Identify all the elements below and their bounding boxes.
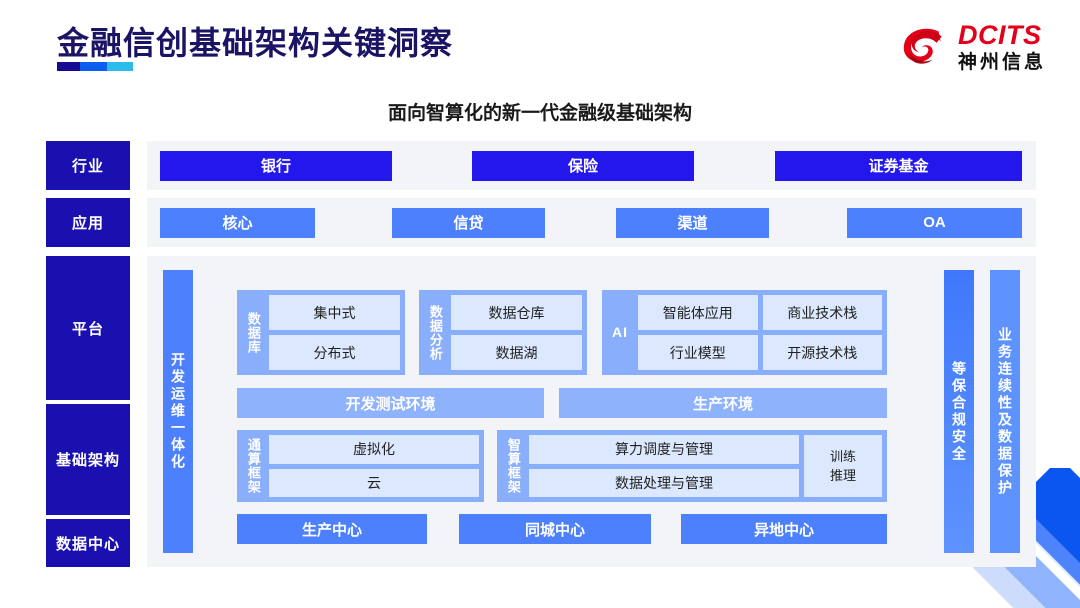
group-database-title: 数据库 bbox=[245, 311, 261, 354]
industry-item-bank[interactable]: 银行 bbox=[160, 150, 392, 181]
cell-cloud[interactable]: 云 bbox=[269, 468, 479, 497]
page-subtitle: 面向智算化的新一代金融级基础架构 bbox=[387, 103, 692, 124]
datacenter-remote-center[interactable]: 异地中心 bbox=[681, 514, 887, 544]
vertical-bar-security-compliance: 等保合规安全 bbox=[944, 270, 974, 553]
vertical-bar-devops: 开发运维一体化 bbox=[163, 270, 193, 553]
application-item-credit[interactable]: 信贷 bbox=[392, 207, 545, 238]
page-title: 金融信创基础架构关键洞察 bbox=[57, 25, 454, 61]
application-item-oa[interactable]: OA bbox=[847, 207, 1022, 238]
cell-data-processing[interactable]: 数据处理与管理 bbox=[529, 468, 799, 497]
cell-inference-label: 推理 bbox=[829, 468, 856, 483]
logo-text-en: DCITS bbox=[957, 20, 1042, 50]
brand-logo: DCITS 神州信息 bbox=[898, 18, 1046, 76]
cell-train-inference[interactable]: 训练 推理 bbox=[804, 435, 882, 497]
industry-item-insurance[interactable]: 保险 bbox=[472, 150, 694, 181]
group-data-analysis-title: 数据分析 bbox=[427, 304, 443, 361]
datacenter-metro-center[interactable]: 同城中心 bbox=[459, 514, 651, 544]
layer-label-platform: 平台 bbox=[46, 256, 130, 400]
architecture-diagram: 行业 应用 平台 基础架构 数据中心 银行 保险 证券基金 核心 信贷 渠道 O… bbox=[46, 141, 1036, 571]
cell-data-warehouse[interactable]: 数据仓库 bbox=[451, 295, 582, 330]
bar-dev-test-environment[interactable]: 开发测试环境 bbox=[237, 388, 544, 418]
layer-label-infrastructure: 基础架构 bbox=[46, 404, 130, 515]
dcits-swirl-logo-icon bbox=[903, 28, 942, 64]
page-header: 金融信创基础架构关键洞察 DCITS 神州信息 bbox=[0, 0, 1080, 96]
group-data-analysis: 数据分析 数据仓库 数据湖 bbox=[419, 290, 587, 375]
logo-text-cn: 神州信息 bbox=[957, 52, 1046, 73]
application-item-channel[interactable]: 渠道 bbox=[616, 207, 769, 238]
cell-distributed[interactable]: 分布式 bbox=[269, 335, 400, 370]
cell-centralized[interactable]: 集中式 bbox=[269, 295, 400, 330]
cell-virtualization[interactable]: 虚拟化 bbox=[269, 435, 479, 464]
industry-item-securities-fund[interactable]: 证券基金 bbox=[775, 150, 1022, 181]
group-general-compute-framework-title: 通算框架 bbox=[245, 438, 261, 494]
application-item-core[interactable]: 核心 bbox=[160, 207, 315, 238]
vertical-bar-business-continuity: 业务连续性及数据保护 bbox=[990, 270, 1020, 553]
cell-data-lake[interactable]: 数据湖 bbox=[451, 335, 582, 370]
group-ai: AI 智能体应用 行业模型 商业技术栈 开源技术栈 bbox=[602, 290, 887, 375]
cell-industry-model[interactable]: 行业模型 bbox=[638, 335, 758, 370]
group-database: 数据库 集中式 分布式 bbox=[237, 290, 405, 375]
group-intelligent-compute-framework-title: 智算框架 bbox=[505, 438, 521, 494]
layer-label-datacenter: 数据中心 bbox=[46, 519, 130, 567]
industry-panel: 银行 保险 证券基金 bbox=[147, 141, 1036, 190]
group-general-compute-framework: 通算框架 虚拟化 云 bbox=[237, 430, 484, 502]
group-ai-title: AI bbox=[612, 324, 628, 341]
cell-train-label: 训练 bbox=[829, 448, 856, 464]
datacenter-production-center[interactable]: 生产中心 bbox=[237, 514, 427, 544]
cell-compute-scheduling[interactable]: 算力调度与管理 bbox=[529, 435, 799, 464]
layer-label-application: 应用 bbox=[46, 198, 130, 247]
cell-opensource-tech-stack[interactable]: 开源技术栈 bbox=[762, 335, 882, 370]
cell-agent-application[interactable]: 智能体应用 bbox=[638, 295, 758, 330]
layer-label-industry: 行业 bbox=[46, 141, 130, 190]
application-panel: 核心 信贷 渠道 OA bbox=[147, 198, 1036, 247]
platform-infrastructure-panel: 开发运维一体化 等保合规安全 业务连续性及数据保护 数据库 集中式 分布式 数据… bbox=[147, 256, 1036, 567]
platform-inner-area: 数据库 集中式 分布式 数据分析 数据仓库 数据湖 AI 智能体 bbox=[207, 270, 928, 553]
cell-commercial-tech-stack[interactable]: 商业技术栈 bbox=[762, 295, 882, 330]
title-underline-rule bbox=[57, 62, 133, 71]
bar-production-environment[interactable]: 生产环境 bbox=[559, 388, 887, 418]
group-intelligent-compute-framework: 智算框架 算力调度与管理 数据处理与管理 训练 推理 bbox=[497, 430, 887, 502]
